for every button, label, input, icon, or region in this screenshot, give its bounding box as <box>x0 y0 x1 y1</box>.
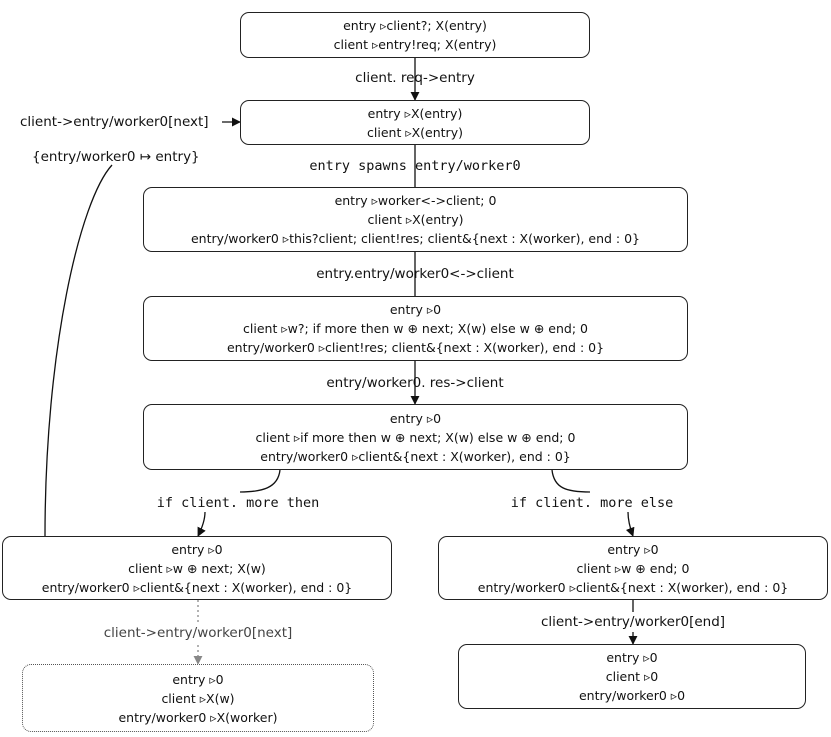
box-line: client ▹w?; if more then w ⊕ next; X(w) … <box>243 321 588 336</box>
state-box-6: entry ▹0 client ▹w ⊕ next; X(w) entry/wo… <box>2 536 392 600</box>
state-box-9: entry ▹0 client ▹0 entry/worker0 ▹0 <box>458 644 806 709</box>
box-line: client ▹w ⊕ next; X(w) <box>128 560 266 576</box>
box-line: client ▹if more then w ⊕ next; X(w) else… <box>255 429 576 445</box>
box-line: client ▹0 <box>605 669 659 684</box>
state-box-3: entry ▹worker<->client; 0 client ▹X(entr… <box>143 187 688 252</box>
box-line: entry/worker0 ▹this?client; client!res; … <box>190 231 641 246</box>
box-line: entry ▹0 <box>607 541 659 557</box>
state-box-7: entry ▹0 client ▹w ⊕ end; 0 entry/worker… <box>438 536 828 600</box>
box-line: entry/worker0 ▹0 <box>578 688 686 703</box>
substitution-label: {entry/worker0 ↦ entry} <box>32 149 200 165</box>
transition-label: entry/worker0. res->client <box>326 375 504 391</box>
transition-label: client. req->entry <box>355 70 475 86</box>
state-box-5: entry ▹0 client ▹if more then w ⊕ next; … <box>143 404 688 470</box>
box-line: entry/worker0 ▹client&{next : X(worker),… <box>260 448 571 464</box>
box-line: entry ▹client?; X(entry) <box>343 18 487 33</box>
state-box-1: entry ▹client?; X(entry) client ▹entry!r… <box>240 12 590 58</box>
box-line: entry ▹X(entry) <box>367 105 463 121</box>
transition-label: if client. more else <box>510 495 674 511</box>
box-line: entry ▹0 <box>172 671 224 687</box>
box-line: entry/worker0 ▹client!res; client&{next … <box>226 340 605 355</box>
loop-arrow-b6-b2 <box>44 164 113 537</box>
transition-label: client->entry/worker0[end] <box>540 614 726 630</box>
box-line: entry/worker0 ▹client&{next : X(worker),… <box>477 579 789 595</box>
box-line: entry ▹0 <box>606 650 658 665</box>
box-line: entry/worker0 ▹client&{next : X(worker),… <box>41 579 353 595</box>
arrow-b5-b7 <box>551 469 633 536</box>
state-box-2: entry ▹X(entry) client ▹X(entry) <box>240 100 590 145</box>
transition-label: entry spawns entry/worker0 <box>309 158 521 174</box>
box-line: client ▹X(entry) <box>367 124 463 140</box>
transition-label: entry.entry/worker0<->client <box>316 266 514 282</box>
box-line: entry ▹0 <box>389 410 442 426</box>
state-box-8: entry ▹0 client ▹X(w) entry/worker0 ▹X(w… <box>22 664 374 732</box>
box-line: entry ▹0 <box>389 302 442 317</box>
box-line: entry ▹0 <box>171 541 223 557</box>
transition-label: if client. more then <box>156 495 320 511</box>
transition-label: client->entry/worker0[next] <box>103 625 293 641</box>
box-line: entry/worker0 ▹X(worker) <box>118 709 278 725</box>
arrow-b5-b6 <box>198 469 281 536</box>
box-line: client ▹X(entry) <box>367 212 464 227</box>
transition-label: client->entry/worker0[next] <box>20 114 209 130</box>
box-line: client ▹w ⊕ end; 0 <box>576 560 690 576</box>
state-box-4: entry ▹0 client ▹w?; if more then w ⊕ ne… <box>143 296 688 361</box>
box-line: client ▹X(w) <box>161 690 235 706</box>
box-line: entry ▹worker<->client; 0 <box>334 193 497 208</box>
box-line: client ▹entry!req; X(entry) <box>333 37 497 52</box>
